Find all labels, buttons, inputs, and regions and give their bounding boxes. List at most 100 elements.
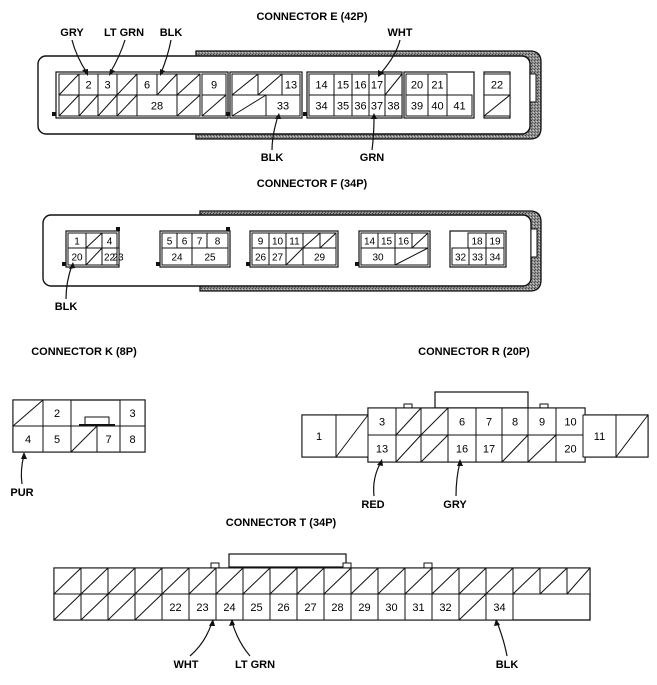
pin-number: 23 xyxy=(112,253,124,264)
pin-number: 20 xyxy=(71,253,83,264)
connector-t-pin-cell xyxy=(53,567,82,595)
pin-number: 30 xyxy=(372,253,384,264)
connector-f-pin-cell: 4 xyxy=(101,232,118,249)
connector-e-pin-cell: 21 xyxy=(427,73,448,96)
connector-e-pin-cell xyxy=(58,73,80,96)
pin-number: 2 xyxy=(85,80,91,92)
pin-number: 23 xyxy=(196,602,208,614)
connector-f-pin-cell: 24 xyxy=(161,247,193,266)
connector-r-pin-cell: 6 xyxy=(447,407,477,436)
connector-f-pin-cell: 10 xyxy=(268,232,287,249)
connector-t-arrows xyxy=(189,621,508,657)
connector-t-pin-cell xyxy=(107,593,136,621)
connector-t-pin-cell: 29 xyxy=(350,593,379,621)
connector-t-pin-cell: 27 xyxy=(296,593,325,621)
connector-t-title: CONNECTOR T (34P) xyxy=(226,517,337,529)
pin-number: 14 xyxy=(364,237,376,248)
connector-f-pin-cell xyxy=(411,232,429,249)
connector-t-pin-cell xyxy=(377,567,406,595)
pin-number: 26 xyxy=(255,253,267,264)
connector-r-wire-red: RED xyxy=(361,499,384,511)
pin-number: 25 xyxy=(204,253,216,264)
connector-f-title: CONNECTOR F (34P) xyxy=(257,178,368,190)
connector-f-pin-cell xyxy=(394,247,429,266)
pin-number: 29 xyxy=(358,602,370,614)
connector-f-pin-cell xyxy=(85,247,103,266)
connector-t-pin-cell: 26 xyxy=(269,593,298,621)
connector-t-pin-cell xyxy=(161,567,190,595)
pin-number: 9 xyxy=(258,237,264,248)
connector-t-pin-cell: 30 xyxy=(377,593,406,621)
connector-t-pin-cell: 31 xyxy=(404,593,433,621)
connector-e-pin-cell: 3 xyxy=(97,73,118,96)
connector-k-pin-cell xyxy=(12,399,44,427)
connector-f-pin-cell: 30 xyxy=(360,247,396,266)
pin-number: 13 xyxy=(285,80,297,92)
pin-number: 6 xyxy=(182,237,188,248)
connector-e-pin-cell: 41 xyxy=(446,94,473,117)
connector-t-pin-cell: 22 xyxy=(161,593,190,621)
connector-r-pin-cell xyxy=(395,407,422,436)
connector-e-pin-cell xyxy=(231,94,267,117)
pin-number: 16 xyxy=(354,80,366,92)
pin-number: 21 xyxy=(431,80,443,92)
connector-f-pin-cell: 14 xyxy=(360,232,379,249)
connector-r-pin-cell: 20 xyxy=(555,434,586,463)
connector-e-pin-cell xyxy=(116,73,138,96)
connector-t-pin-cell xyxy=(458,593,487,621)
connector-f-pin-cell: 23 xyxy=(112,247,124,266)
pin-number: 7 xyxy=(486,417,492,429)
connector-e-pin-cell: 38 xyxy=(384,94,403,117)
connector-t-pin-cell: 25 xyxy=(242,593,271,621)
connector-f-pin-cell: 34 xyxy=(485,247,505,266)
connector-r-pin-cell: 7 xyxy=(475,407,503,436)
connector-e-wire-gry: GRY xyxy=(60,27,84,39)
connector-t-pin-cell xyxy=(134,593,163,621)
pin-number: 33 xyxy=(472,253,484,264)
connector-e-wire-lt-grn: LT GRN xyxy=(104,27,144,39)
connector-e-pin-cell xyxy=(78,94,99,117)
pin-number: 13 xyxy=(376,444,388,456)
pin-number: 32 xyxy=(455,253,467,264)
connector-e-pin-cell: 6 xyxy=(136,73,158,96)
connector-e-pin-cell: 9 xyxy=(201,73,227,96)
connector-e-pin-cell: 16 xyxy=(351,73,370,96)
pin-number: 15 xyxy=(337,80,349,92)
pin-number: 3 xyxy=(379,417,385,429)
connector-f-arrowhead xyxy=(69,262,75,269)
connector-t-pin-cell xyxy=(296,567,325,595)
connector-t-pin-cell xyxy=(80,593,109,621)
connector-e-pin-cell: 13 xyxy=(281,73,301,96)
connector-r-pin-cell: 17 xyxy=(475,434,503,463)
pin-number: 40 xyxy=(431,101,443,113)
connector-r-pin-cell: 10 xyxy=(555,407,586,436)
pin-number: 6 xyxy=(144,80,150,92)
pin-number: 6 xyxy=(459,417,465,429)
connector-f-pin-cell: 8 xyxy=(206,232,229,249)
connector-e-pin-cell: 39 xyxy=(405,94,429,117)
connector-r-arrowheads xyxy=(377,459,463,466)
pin-number: 29 xyxy=(314,253,326,264)
connector-f-pin-cell: 11 xyxy=(285,232,304,249)
connector-f-pin-cell: 19 xyxy=(485,232,505,249)
connector-k-wire-pur: PUR xyxy=(10,487,33,499)
connector-r-pin-cell xyxy=(615,414,649,458)
pin-number: 4 xyxy=(25,434,31,446)
connector-e-pin-cell xyxy=(201,94,227,117)
connector-f-pin-cell: 25 xyxy=(191,247,229,266)
pin-number: 25 xyxy=(250,602,262,614)
connector-t-pin-cell xyxy=(134,567,163,595)
connector-e-wire-grn: GRN xyxy=(360,152,385,164)
connector-r-arrows xyxy=(373,461,461,497)
connector-e-arrowheads xyxy=(82,69,384,119)
connector-k-pin-cell: 7 xyxy=(96,425,121,453)
connector-f-pin-cell: 9 xyxy=(251,232,270,249)
connector-f-pin-cell: 5 xyxy=(161,232,178,249)
pin-number: 17 xyxy=(483,444,495,456)
connector-f-pin-cell xyxy=(302,232,321,249)
connector-e-pin-cell: 15 xyxy=(333,73,353,96)
pin-number: 7 xyxy=(105,434,111,446)
